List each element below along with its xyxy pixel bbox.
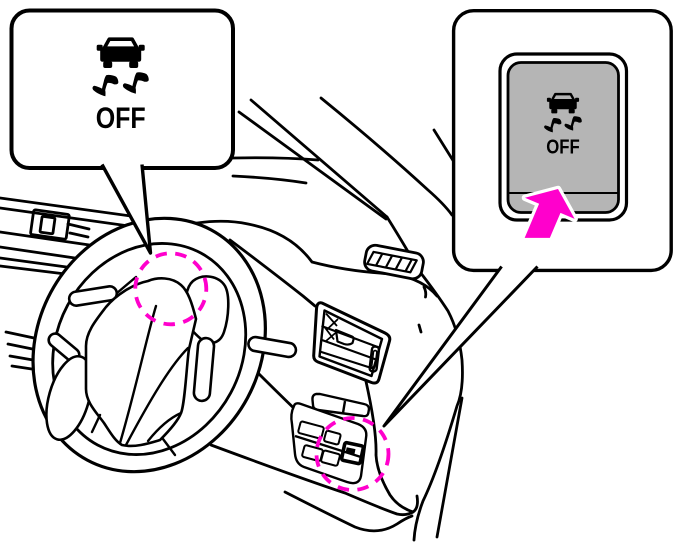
svg-text:OFF: OFF [96,102,146,135]
svg-text:OFF: OFF [546,137,580,159]
